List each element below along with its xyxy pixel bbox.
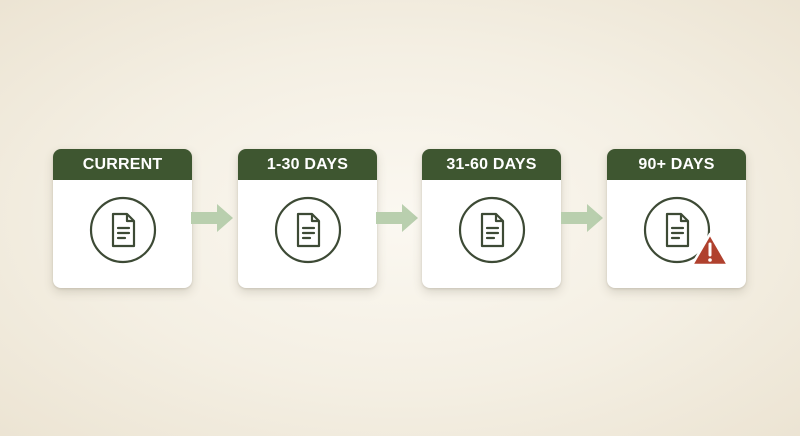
stage-card-90-plus-days: 90+ DAYS xyxy=(607,149,746,288)
stage-label: 90+ DAYS xyxy=(638,155,715,173)
arrow-right-icon xyxy=(191,204,233,232)
stage-body xyxy=(53,180,192,288)
document-icon xyxy=(458,196,526,264)
stage-header: 90+ DAYS xyxy=(607,149,746,180)
document-icon xyxy=(643,196,711,264)
stage-header: 31-60 DAYS xyxy=(422,149,561,180)
document-icon xyxy=(89,196,157,264)
stage-card-current: CURRENT xyxy=(53,149,192,288)
arrow-right-icon xyxy=(561,204,603,232)
stage-body xyxy=(422,180,561,288)
stage-label: CURRENT xyxy=(82,155,163,173)
stage-label: 31-60 DAYS xyxy=(446,155,537,173)
warning-icon xyxy=(690,232,730,267)
stage-label: 1-30 DAYS xyxy=(266,155,349,173)
arrow-right-icon xyxy=(376,204,418,232)
stage-header: 1-30 DAYS xyxy=(238,149,377,180)
stage-card-31-60-days: 31-60 DAYS xyxy=(422,149,561,288)
stage-header: CURRENT xyxy=(53,149,192,180)
document-icon xyxy=(274,196,342,264)
stage-card-1-30-days: 1-30 DAYS xyxy=(238,149,377,288)
stage-body xyxy=(607,180,746,288)
stage-body xyxy=(238,180,377,288)
